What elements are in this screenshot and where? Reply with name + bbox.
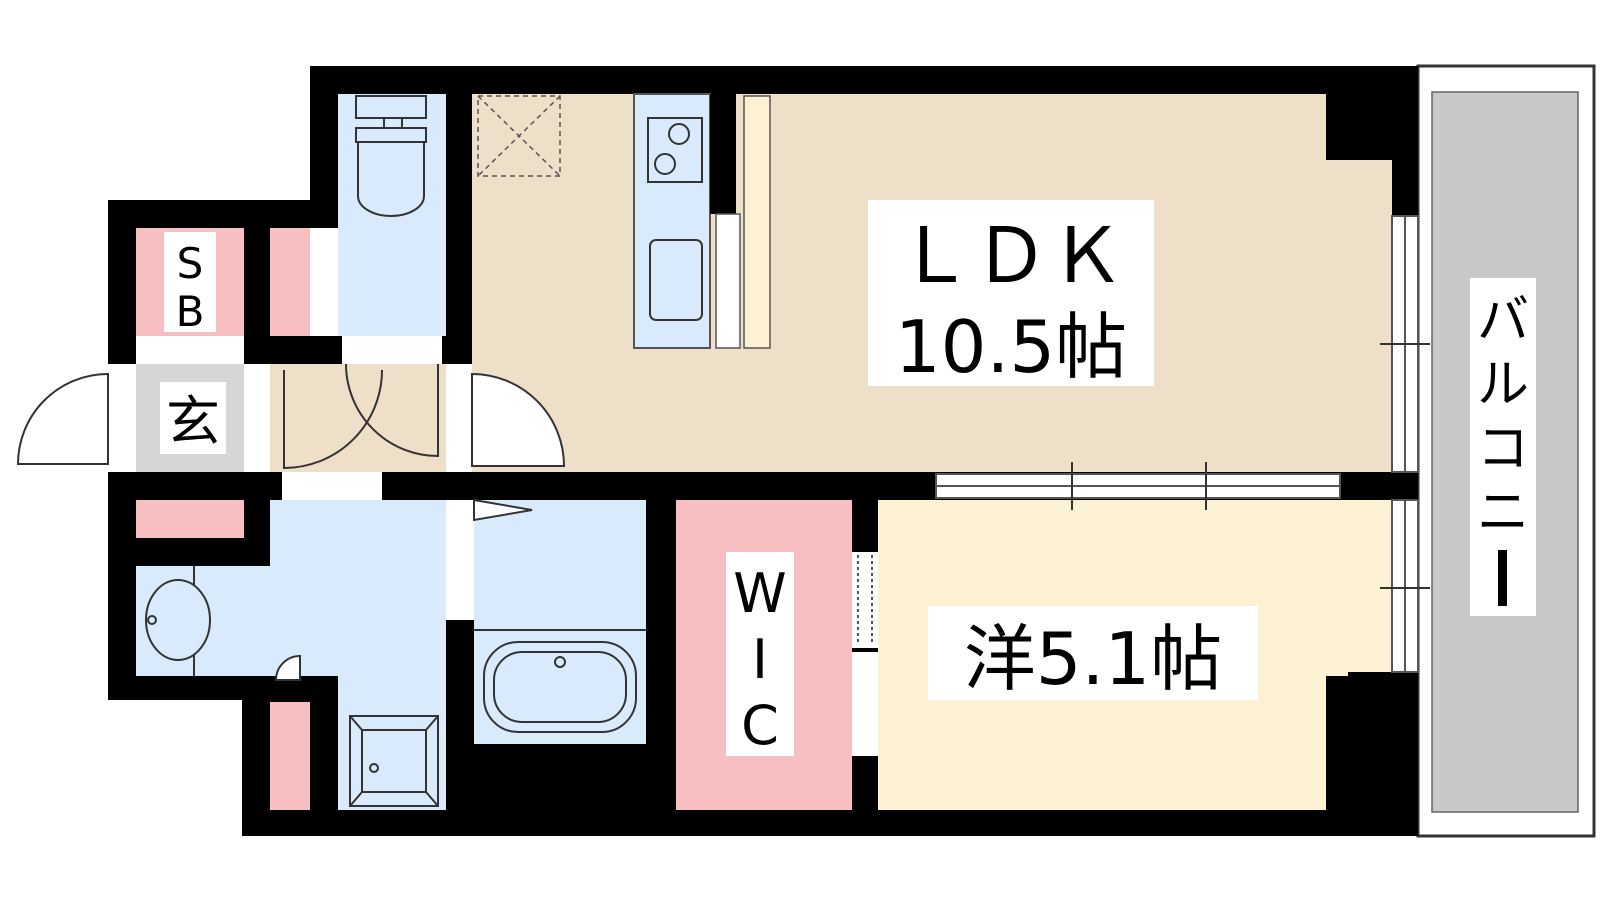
wic-door-strip (852, 652, 878, 756)
washbasin-icon (145, 566, 211, 676)
toilet-door-opening (342, 336, 442, 364)
ldk-label-size: 10.5帖 (895, 305, 1127, 389)
western-room-label-bg (928, 606, 1258, 700)
toilet-icon (355, 95, 427, 217)
washroom-door-opening (282, 472, 382, 500)
bathtub-icon (473, 498, 646, 733)
wall-pillar (1326, 94, 1392, 160)
kitchen-counter (633, 93, 771, 349)
balcony-label-char: ニ (1477, 483, 1529, 543)
wic-label-bg (726, 552, 794, 756)
wic-label-letter: W (733, 562, 786, 625)
storage-upper (270, 228, 310, 336)
ldk-label: ＬＤＫ 10.5帖 (868, 200, 1154, 389)
hallway-floor (270, 364, 446, 472)
balcony-label-char: ル (1477, 355, 1529, 415)
door-swings (16, 363, 566, 681)
hall-door-swing (283, 369, 383, 470)
entrance-label: 玄 (160, 382, 226, 454)
ldk-label-bg (868, 200, 1154, 386)
sink-icon (649, 239, 703, 321)
toilet-door-swing (345, 363, 439, 458)
entrance-label-bg (160, 382, 226, 454)
shoe-box-label-letter: B (176, 287, 205, 336)
wic-louver-lines (857, 555, 873, 645)
entrance-door-opening (108, 364, 136, 472)
wic-louver-strip (852, 552, 878, 648)
entrance-door-swing (16, 372, 109, 465)
entrance-hall-opening (244, 364, 270, 472)
entrance-label-text: 玄 (166, 390, 220, 453)
sliding-door-ldk-western (935, 462, 1341, 510)
stove-icon (647, 117, 703, 183)
western-room-label-text: 洋5.1帖 (964, 617, 1223, 701)
bath-door-strip (446, 500, 474, 620)
wic-label-letter: C (741, 694, 779, 757)
washing-machine-pan-icon (349, 715, 439, 807)
wic-label-letter: I (752, 628, 768, 691)
storage-door-swing (274, 654, 301, 681)
ldk-door-swing (471, 372, 566, 467)
wall-pillar (1326, 676, 1392, 810)
shoe-box-opening (136, 336, 244, 364)
balcony-label-char: バ (1477, 291, 1529, 351)
balcony-label-bar (1498, 550, 1507, 606)
ldk-door-opening (446, 364, 472, 472)
balcony: バ ル コ ニ (1416, 64, 1596, 838)
storage-door-strip (310, 228, 338, 336)
storage-lower (136, 500, 244, 538)
window-ldk (1380, 215, 1430, 473)
wic-label: W I C (726, 552, 794, 757)
ldk-label-name: ＬＤＫ (897, 211, 1125, 300)
shoe-box-label: S B (164, 232, 216, 336)
storage-washroom (270, 702, 310, 810)
window-western (1380, 499, 1430, 673)
western-room-label: 洋5.1帖 (928, 606, 1258, 701)
shoe-box-label-bg (164, 232, 216, 332)
balcony-label-char: コ (1477, 419, 1529, 479)
refrigerator-space (743, 95, 771, 349)
shoe-box-label-letter: S (177, 239, 204, 288)
kitchen-wall-post (710, 94, 736, 214)
western-room-closet-strip (1348, 500, 1392, 672)
duct-box-icon (477, 95, 561, 177)
